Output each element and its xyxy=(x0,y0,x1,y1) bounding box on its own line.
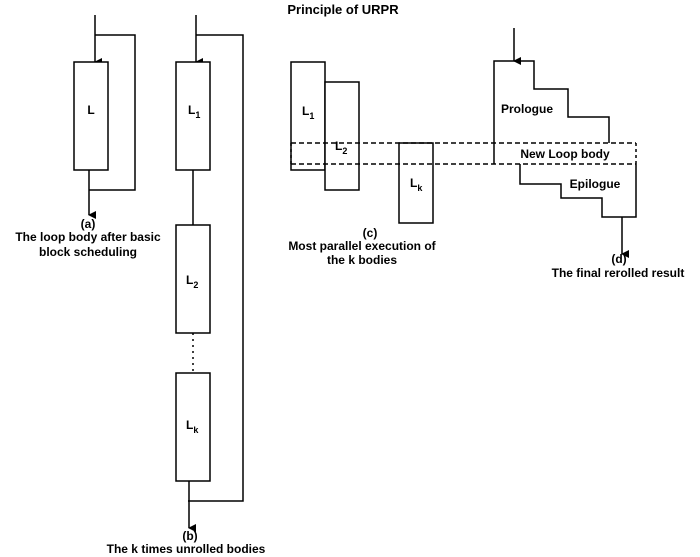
panel-label: (a) xyxy=(81,217,96,231)
panel-a: L (a) The loop body after basic block sc… xyxy=(15,15,161,259)
caption-line: The loop body after basic xyxy=(15,230,161,244)
block-label: L2 xyxy=(186,273,198,290)
caption-line: block scheduling xyxy=(39,245,137,259)
caption-line: Most parallel execution of xyxy=(288,239,436,253)
block-label: L1 xyxy=(188,103,200,120)
loop-body-block xyxy=(73,61,109,171)
panel-label: (d) xyxy=(611,252,626,266)
panel-b: L1 L2 Lk (b) The k times unrolled bodies xyxy=(107,15,266,556)
new-loop-body-label: New Loop body xyxy=(520,147,610,161)
block-label: L1 xyxy=(302,104,314,121)
prologue-label: Prologue xyxy=(501,102,553,116)
loop-back-edge xyxy=(89,34,136,191)
panel-d: Prologue New Loop body Epilogue (d) The … xyxy=(493,28,685,280)
unrolled-block xyxy=(175,224,211,334)
panel-label: (c) xyxy=(363,226,378,240)
epilogue-label: Epilogue xyxy=(570,177,621,191)
block-label: L2 xyxy=(335,139,347,156)
caption-line: the k bodies xyxy=(327,253,397,267)
loop-back-edge xyxy=(188,34,244,502)
prologue-outline xyxy=(493,60,610,164)
unrolled-block xyxy=(175,372,211,482)
caption-line: The final rerolled result xyxy=(552,266,685,280)
steady-state-band xyxy=(290,142,637,165)
caption-line: The k times unrolled bodies xyxy=(107,542,266,556)
parallel-block xyxy=(324,81,360,191)
epilogue-outline xyxy=(519,164,637,218)
diagram-title: Principle of URPR xyxy=(287,2,399,17)
block-label: L xyxy=(87,103,94,117)
block-label: Lk xyxy=(410,176,423,193)
panel-label: (b) xyxy=(182,529,197,543)
panel-c: L1 L2 Lk (c) Most parallel execution of … xyxy=(288,61,437,267)
block-label: Lk xyxy=(186,418,199,435)
